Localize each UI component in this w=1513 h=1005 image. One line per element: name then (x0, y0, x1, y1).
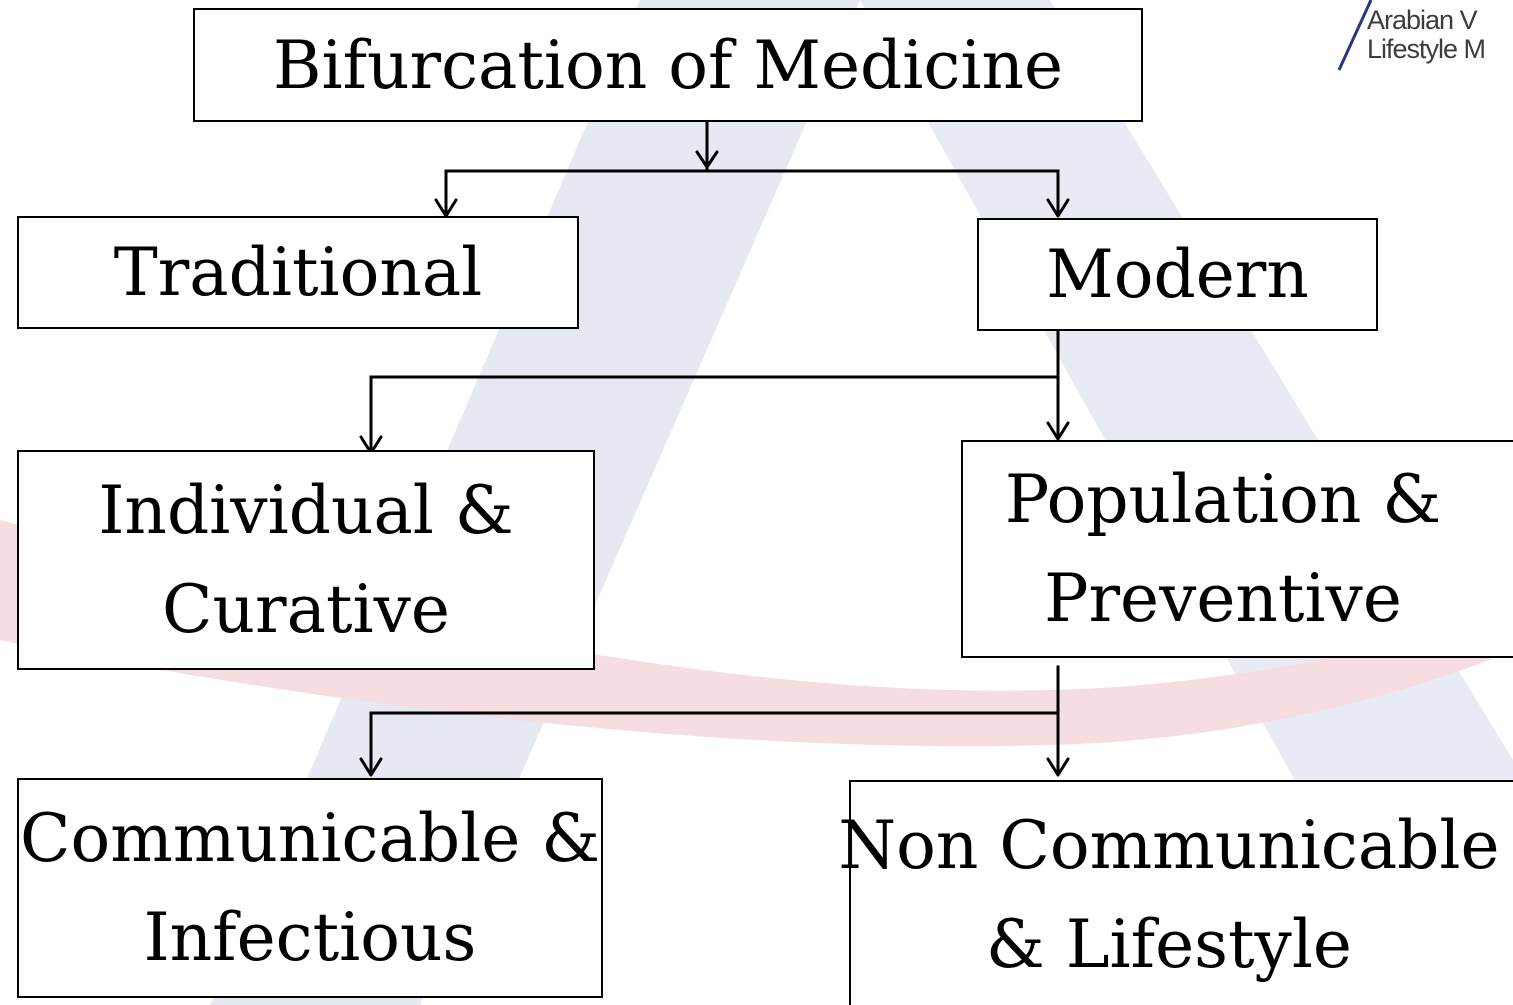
node-non-communicable-lifestyle-line-1: Non Communicable (838, 807, 1500, 884)
logo-text: Arabian V Lifestyle M (1367, 5, 1486, 64)
arrowhead-modern (1046, 198, 1070, 218)
node-communicable-infectious-line-2: Infectious (143, 899, 477, 976)
node-individual-curative: Individual & Curative (17, 450, 595, 670)
node-population-preventive-line-1: Population & (1004, 461, 1442, 538)
node-non-communicable-lifestyle-line-2: & Lifestyle (985, 906, 1352, 983)
node-non-communicable-lifestyle: Non Communicable & Lifestyle (838, 780, 1513, 1005)
arrowhead-title (695, 150, 719, 169)
arrowhead-non-communicable (1046, 757, 1070, 777)
node-communicable-infectious: Communicable & Infectious (17, 778, 603, 998)
logo: Arabian V Lifestyle M (1335, 0, 1513, 75)
logo-slash-icon (1337, 0, 1373, 71)
watermark-swoosh (0, 520, 1513, 747)
node-communicable-infectious-line-1: Communicable & (20, 800, 600, 877)
arrowhead-communicable (359, 757, 383, 777)
node-title-label: Bifurcation of Medicine (272, 26, 1064, 104)
node-modern: Modern (977, 218, 1378, 331)
node-individual-curative-line-1: Individual & (98, 472, 514, 549)
node-population-preventive-line-2: Preventive (1044, 560, 1402, 637)
node-individual-curative-line-2: Curative (162, 571, 450, 648)
arrowhead-population (1046, 421, 1070, 441)
logo-line-2: Lifestyle M (1367, 34, 1486, 64)
node-population-preventive: Population & Preventive (961, 440, 1513, 658)
node-traditional: Traditional (17, 216, 579, 329)
logo-line-1: Arabian V (1367, 5, 1478, 35)
node-modern-label: Modern (1046, 236, 1309, 313)
node-title: Bifurcation of Medicine (193, 8, 1143, 122)
node-traditional-label: Traditional (113, 234, 483, 311)
